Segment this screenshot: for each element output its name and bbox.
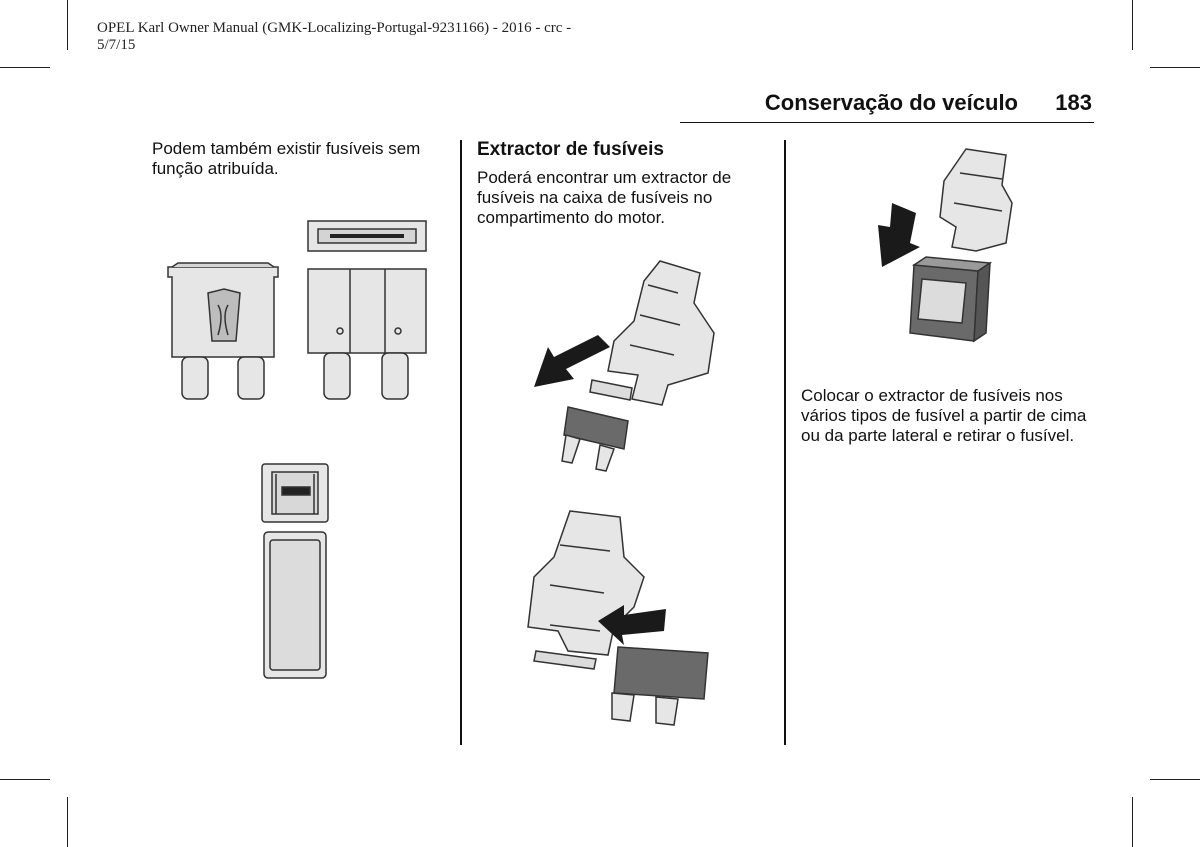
- crop-mark: [67, 797, 68, 847]
- page-number: 183: [1055, 90, 1092, 115]
- print-header: OPEL Karl Owner Manual (GMK-Localizing-P…: [97, 20, 617, 54]
- column-divider: [784, 140, 786, 745]
- mini-fuse: [561, 406, 629, 472]
- column1-paragraph: Podem também existir fusíveis sem função…: [152, 139, 421, 178]
- crop-mark: [1132, 797, 1133, 847]
- crop-mark: [0, 67, 50, 68]
- arrow-icon: [878, 203, 920, 267]
- running-head: Conservação do veículo 183: [680, 88, 1094, 123]
- blade-fuse-illustration: [167, 220, 427, 400]
- fuse-puller-top-illustration: [534, 260, 715, 472]
- print-header-line1: OPEL Karl Owner Manual (GMK-Localizing-P…: [97, 20, 572, 36]
- column-divider: [460, 140, 462, 745]
- fuse-puller-side-illustration: [527, 510, 709, 726]
- crop-mark: [1132, 0, 1133, 50]
- mini-fuse: [611, 646, 709, 726]
- fuse-puller-cartridge-illustration: [878, 148, 1013, 343]
- cartridge-fuse-illustration: [261, 463, 329, 679]
- crop-mark: [1150, 779, 1200, 780]
- section-title: Conservação do veículo: [764, 90, 1018, 115]
- arrow-icon: [598, 605, 666, 645]
- crop-mark: [1150, 67, 1200, 68]
- print-header-line2: 5/7/15: [97, 37, 136, 53]
- mini-fuse-side: [307, 220, 427, 400]
- column2-paragraph: Poderá encontrar um extractor de fusívei…: [477, 168, 732, 227]
- arrow-icon: [534, 335, 610, 387]
- column3-paragraph: Colocar o extractor de fusíveis nos vári…: [801, 386, 1087, 445]
- column2-heading: Extractor de fusíveis: [477, 139, 664, 160]
- cartridge-fuse: [909, 256, 993, 343]
- crop-mark: [0, 779, 50, 780]
- crop-mark: [67, 0, 68, 50]
- mini-fuse-front: [167, 262, 279, 400]
